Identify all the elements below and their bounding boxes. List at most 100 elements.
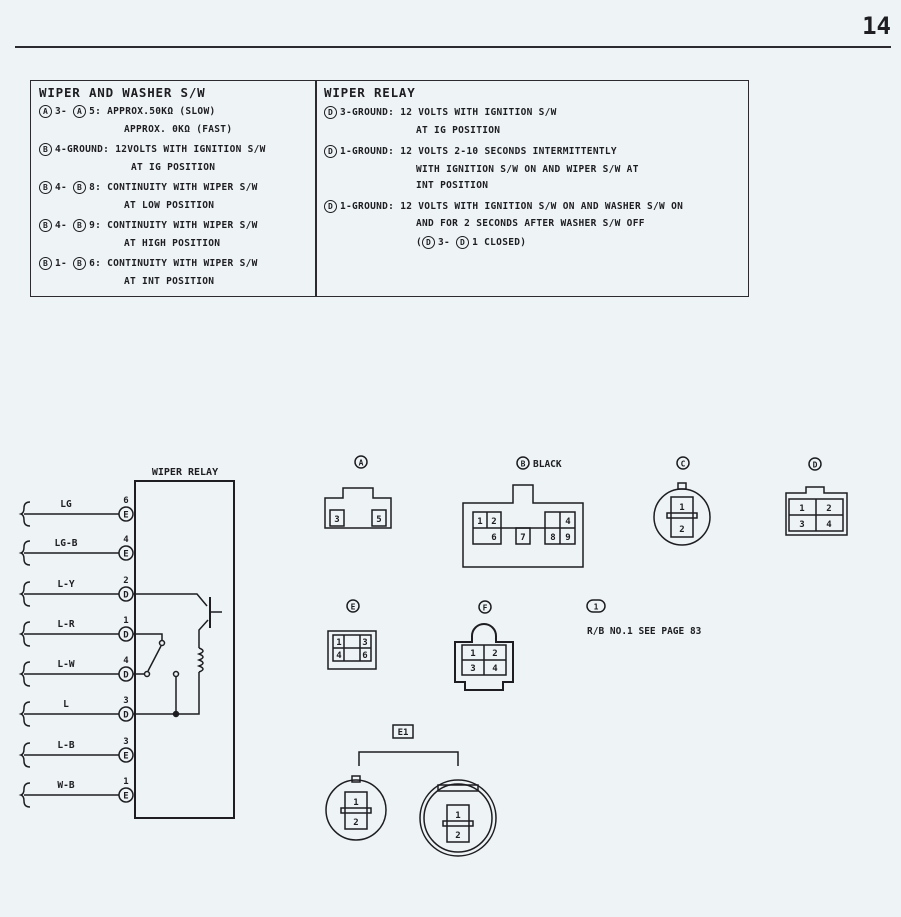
connector-ref: D bbox=[324, 145, 337, 158]
terminal bbox=[118, 545, 134, 561]
relay-title: WIPER RELAY bbox=[152, 467, 218, 478]
connector-ref: B bbox=[73, 219, 87, 232]
terminal bbox=[118, 747, 134, 763]
connector-label: E bbox=[351, 603, 356, 612]
terminal-connector: D bbox=[123, 671, 129, 681]
connector-ref: B bbox=[73, 181, 87, 194]
wire-break-icon bbox=[18, 540, 31, 566]
connector-b: B BLACK 1 2 4 6 7 8 9 bbox=[462, 456, 584, 568]
pin-label: 6 bbox=[491, 533, 496, 543]
washer-switch-title: WIPER AND WASHER S/W bbox=[39, 85, 206, 100]
connector-label: B bbox=[521, 460, 526, 469]
pin-label: 3 bbox=[362, 638, 367, 648]
wire-break-icon bbox=[18, 701, 31, 727]
pin-label: 4 bbox=[826, 520, 832, 530]
connector-ref: B bbox=[39, 181, 52, 194]
terminal-connector: D bbox=[123, 711, 129, 721]
terminal-connector: D bbox=[123, 631, 129, 641]
wire-break-icon bbox=[18, 501, 31, 527]
spec-text: ( bbox=[416, 237, 423, 248]
connector-label: F bbox=[483, 604, 488, 613]
pin-label: 1 bbox=[679, 503, 684, 513]
spec-text: 3- bbox=[438, 237, 451, 248]
pin-label: 8 bbox=[550, 533, 555, 543]
connector-ref: B bbox=[39, 143, 52, 156]
spec-line: WITH IGNITION S/W ON AND WIPER S/W AT bbox=[416, 164, 639, 175]
wire-color-label: L bbox=[63, 699, 69, 710]
connector-color: BLACK bbox=[533, 459, 562, 470]
connector-ref: B bbox=[39, 219, 52, 232]
pin-label: 2 bbox=[353, 818, 358, 828]
wire-color-label: W-B bbox=[57, 780, 74, 791]
spec-text: 3-GROUND: 12 VOLTS WITH IGNITION S/W bbox=[340, 107, 557, 118]
connector-ref: D bbox=[422, 236, 436, 249]
connector-e1: E1 1 2 1 2 bbox=[325, 724, 497, 857]
spec-text: 1-GROUND: 12 VOLTS 2-10 SECONDS INTERMIT… bbox=[340, 146, 617, 157]
pin-label: 1 bbox=[470, 649, 475, 659]
terminal-pin: 1 bbox=[123, 777, 128, 787]
pin-label: 9 bbox=[565, 533, 570, 543]
terminal-connector: E bbox=[123, 792, 128, 802]
terminal-pin: 2 bbox=[123, 576, 128, 586]
connector-ref: D bbox=[456, 236, 470, 249]
spec-text: 1-GROUND: 12 VOLTS WITH IGNITION S/W ON … bbox=[340, 201, 684, 212]
pin-label: 1 bbox=[336, 638, 341, 648]
wire-break-icon bbox=[18, 581, 31, 607]
wire-color-label: LG bbox=[60, 499, 72, 510]
connector-a: A 3 5 bbox=[324, 455, 392, 529]
wire-color-label: L-R bbox=[57, 619, 74, 630]
terminal-connector: E bbox=[123, 752, 128, 762]
spec-line: AT LOW POSITION bbox=[124, 200, 215, 211]
wire-color-label: L-W bbox=[57, 659, 74, 670]
note-text: R/B NO.1 SEE PAGE 83 bbox=[587, 626, 702, 637]
spec-text: 1 CLOSED) bbox=[472, 237, 527, 248]
spec-text: 4-GROUND: 12VOLTS WITH IGNITION S/W bbox=[55, 144, 266, 155]
terminal-pin: 3 bbox=[123, 737, 128, 747]
spec-text: 3- bbox=[55, 106, 68, 117]
pin-label: 2 bbox=[492, 649, 497, 659]
wire-color-label: L-Y bbox=[57, 579, 74, 590]
connector-label: A bbox=[359, 459, 364, 468]
spec-text: 9: CONTINUITY WITH WIPER S/W bbox=[89, 220, 258, 231]
connector-f: F 1 2 3 4 bbox=[454, 600, 514, 691]
pin-label: 1 bbox=[477, 517, 482, 527]
connector-ref: B bbox=[39, 257, 52, 270]
connector-ref: D bbox=[324, 200, 337, 213]
connector-ref: A bbox=[73, 105, 87, 118]
relay-internal-circuit bbox=[133, 593, 222, 718]
wiper-relay-spec-title: WIPER RELAY bbox=[324, 85, 416, 100]
pin-label: 3 bbox=[799, 520, 804, 530]
pin-label: 4 bbox=[492, 664, 498, 674]
spec-text: 1- bbox=[55, 258, 68, 269]
terminal-connector: D bbox=[123, 591, 129, 601]
spec-text: 8: CONTINUITY WITH WIPER S/W bbox=[89, 182, 258, 193]
wire-break-icon bbox=[18, 782, 31, 808]
spec-line: INT POSITION bbox=[416, 180, 489, 191]
pin-label: 3 bbox=[334, 515, 339, 525]
spec-line: AT IG POSITION bbox=[416, 125, 501, 136]
wire-break-icon bbox=[18, 621, 31, 647]
terminal-pin: 3 bbox=[123, 696, 128, 706]
pin-label: 2 bbox=[679, 525, 684, 535]
pin-label: 2 bbox=[491, 517, 496, 527]
terminal bbox=[118, 506, 134, 522]
wire-color-label: L-B bbox=[57, 740, 74, 751]
connector-d: D 1 2 3 4 bbox=[785, 457, 848, 536]
pin-label: 4 bbox=[565, 517, 571, 527]
connector-ref: D bbox=[324, 106, 337, 119]
terminal-pin: 6 bbox=[123, 496, 128, 506]
relay-block-note: 1 R/B NO.1 SEE PAGE 83 bbox=[586, 599, 702, 637]
header-rule bbox=[15, 46, 891, 48]
pin-label: 1 bbox=[455, 811, 460, 821]
table-divider bbox=[315, 81, 317, 296]
wire-break-icon bbox=[18, 661, 31, 687]
connector-label: E1 bbox=[398, 728, 409, 738]
